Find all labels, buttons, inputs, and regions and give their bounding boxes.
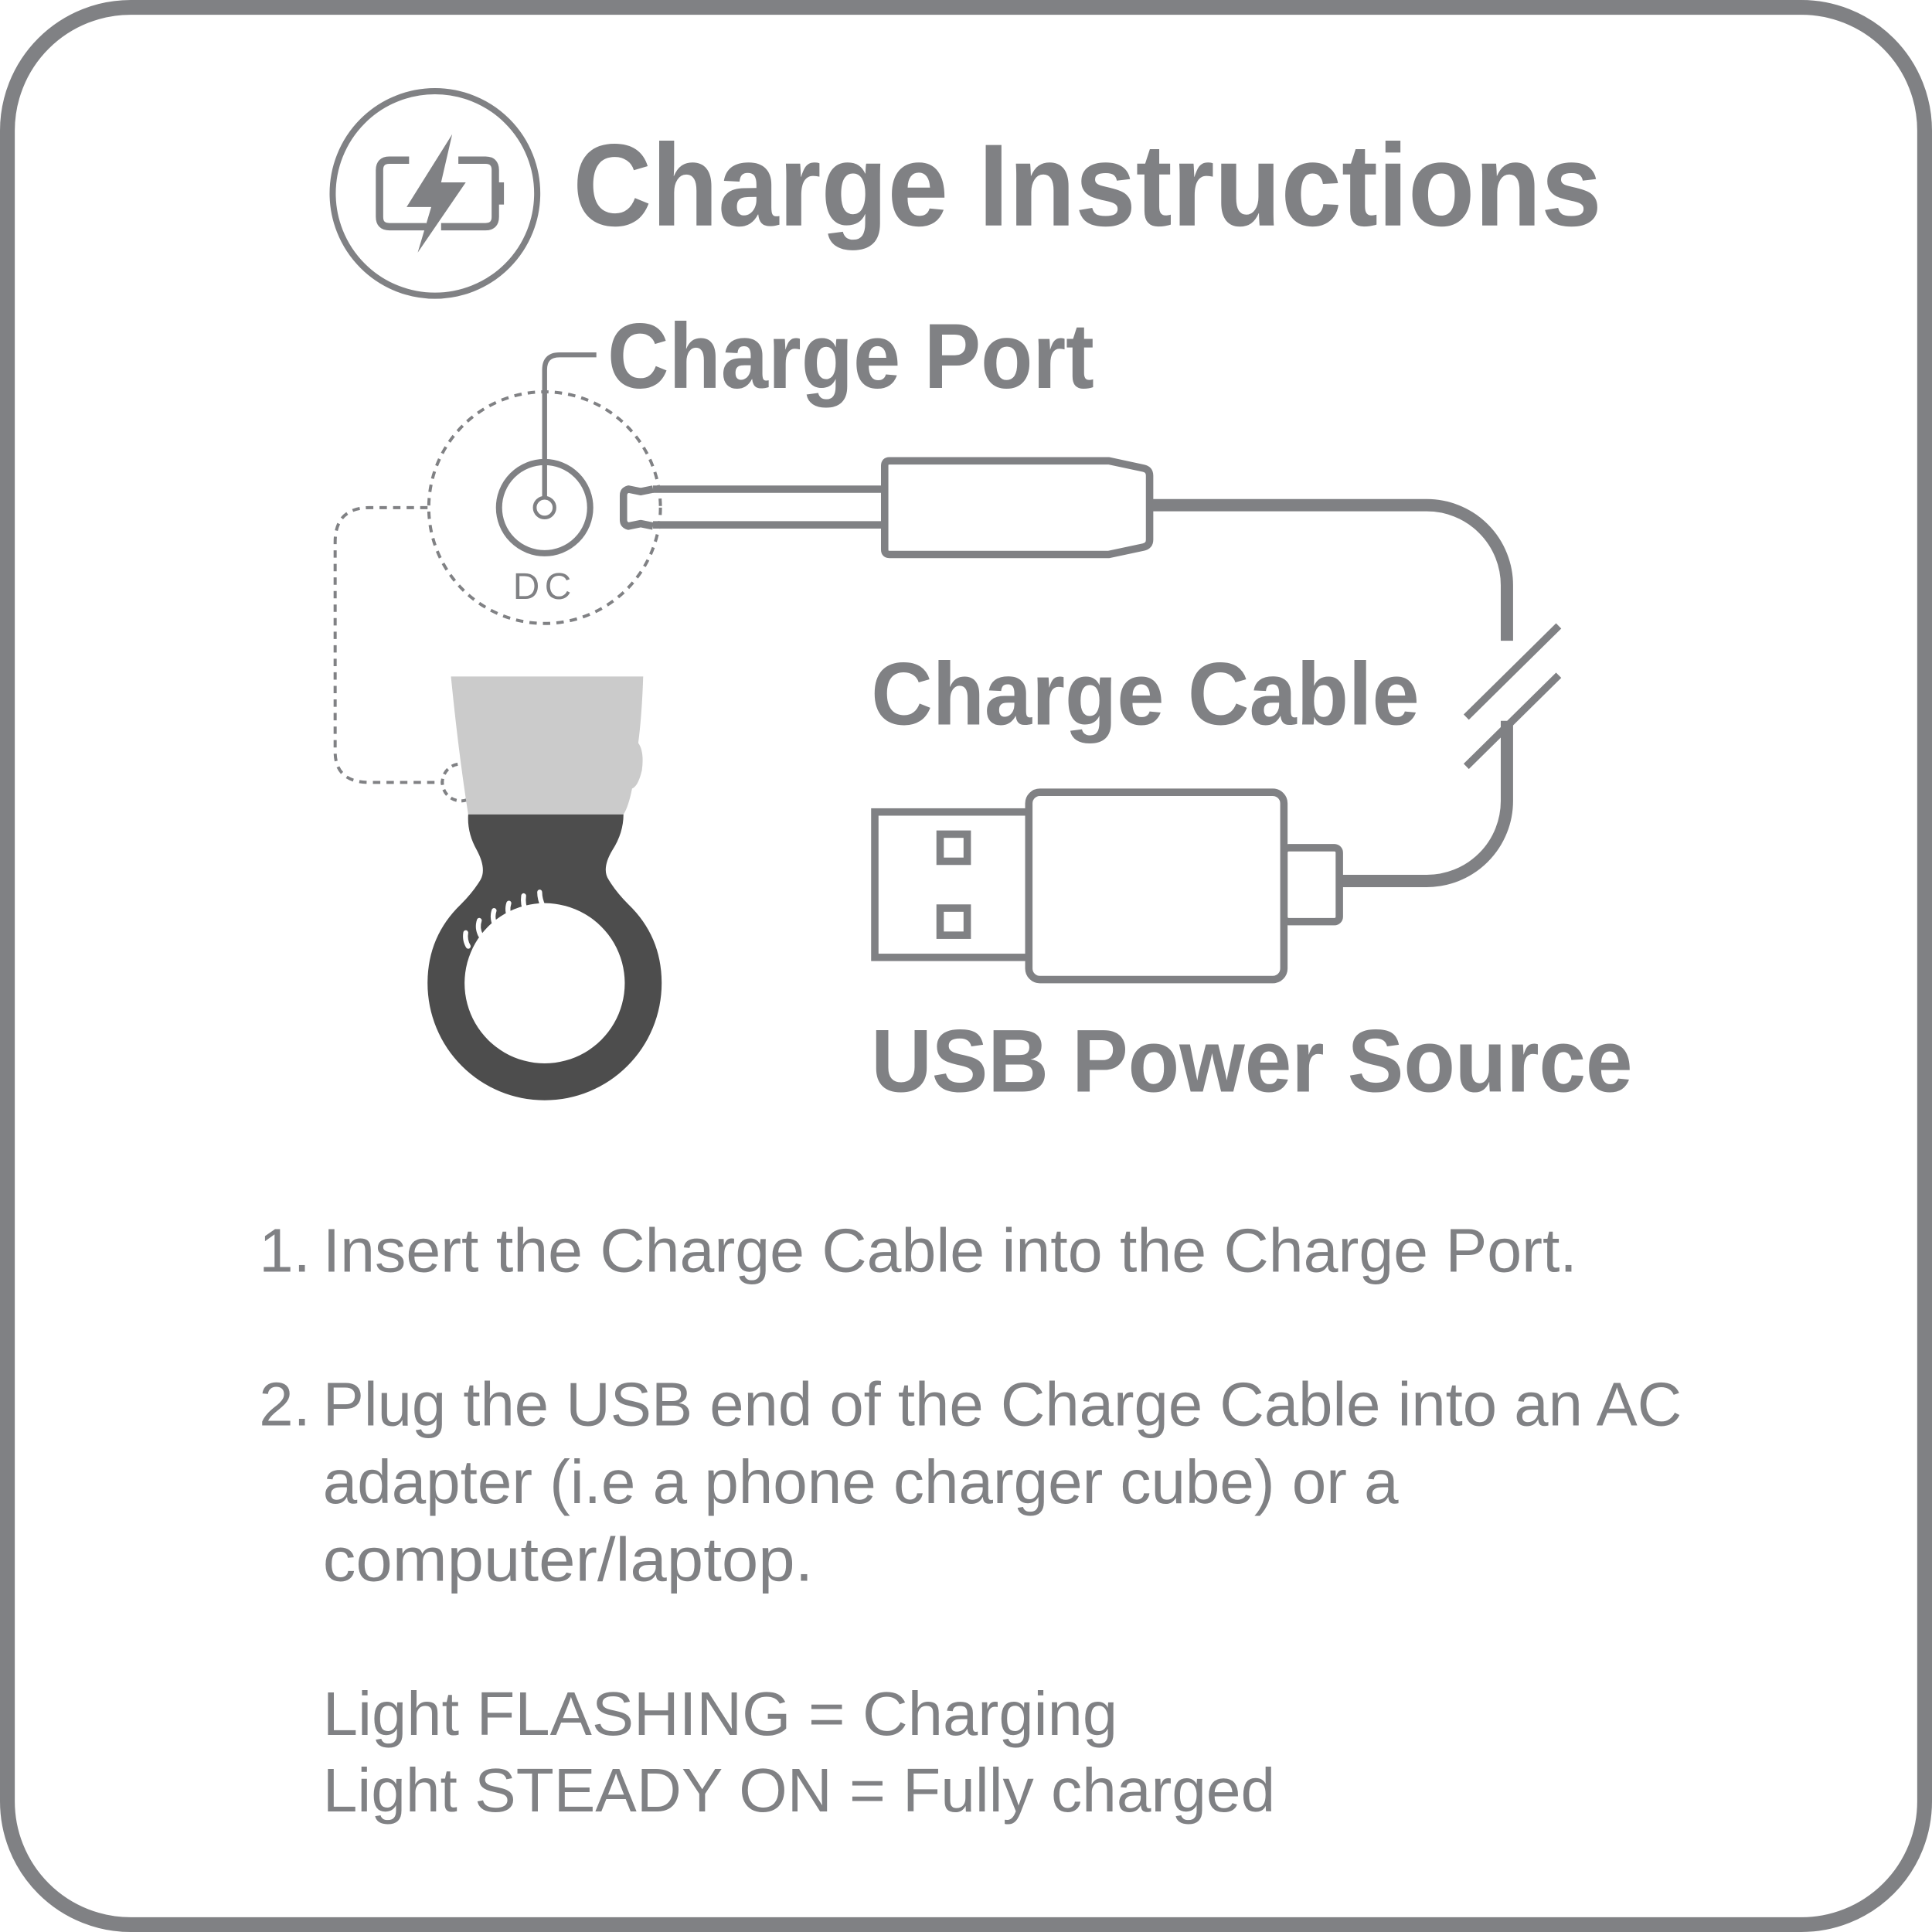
battery-charging-icon	[329, 87, 541, 299]
step-2-line-2: adapter (i.e a phone charger cube) or a	[323, 1447, 1400, 1516]
step-2-line-1: Plug the USB end of the Charge Cable int…	[323, 1370, 1682, 1439]
charge-port-leader-line	[542, 352, 597, 499]
step-1-number: 1.	[259, 1216, 310, 1284]
device-illustration	[427, 676, 662, 1100]
dc-port-marking: DC	[513, 566, 577, 607]
step-1-text: Insert the Charge Cable into the Charge …	[323, 1216, 1577, 1284]
usb-plug-icon	[871, 788, 1343, 984]
page-title: Charge Instructions	[573, 121, 1601, 251]
charge-cable-label: Charge Cable	[871, 645, 1420, 743]
charge-port-zoom-circle	[427, 390, 662, 625]
port-location-dashed-line	[333, 505, 444, 784]
usb-power-source-label: USB Power Source	[871, 1012, 1632, 1111]
charge-cable-illustration	[619, 457, 1562, 887]
step-2-number: 2.	[259, 1370, 310, 1439]
dc-port-icon	[495, 458, 594, 556]
instructions-list: 1. Insert the Charge Cable into the Char…	[259, 1216, 1682, 1824]
status-flashing: Light FLASHING = Charging	[323, 1679, 1117, 1748]
charge-port-label: Charge Port	[607, 305, 1094, 408]
status-steady: Light STEADY ON = Fully charged	[323, 1756, 1275, 1825]
step-2-line-3: computer/laptop.	[323, 1526, 814, 1594]
